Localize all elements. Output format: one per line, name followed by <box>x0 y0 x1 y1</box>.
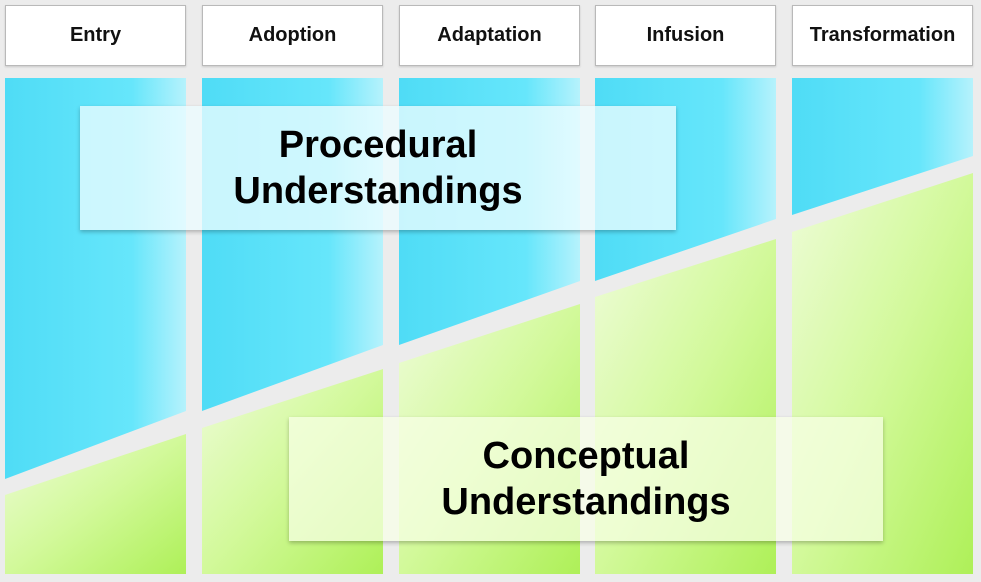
conceptual-segment-entry <box>5 434 186 574</box>
stage-header-adaptation: Adaptation <box>399 5 580 66</box>
procedural-line1: Procedural <box>278 124 478 166</box>
stage-header-transformation: Transformation <box>792 5 973 66</box>
procedural-understandings-label: Procedural Understandings <box>80 106 676 230</box>
stage-header-adoption: Adoption <box>202 5 383 66</box>
stage-header-infusion: Infusion <box>595 5 776 66</box>
conceptual-line2: Understandings <box>441 481 731 523</box>
stage-header-entry: Entry <box>5 5 186 66</box>
conceptual-understandings-label: Conceptual Understandings <box>289 417 883 541</box>
procedural-segment-transformation <box>792 78 973 215</box>
procedural-line2: Understandings <box>233 170 523 212</box>
conceptual-line1: Conceptual <box>482 435 690 477</box>
